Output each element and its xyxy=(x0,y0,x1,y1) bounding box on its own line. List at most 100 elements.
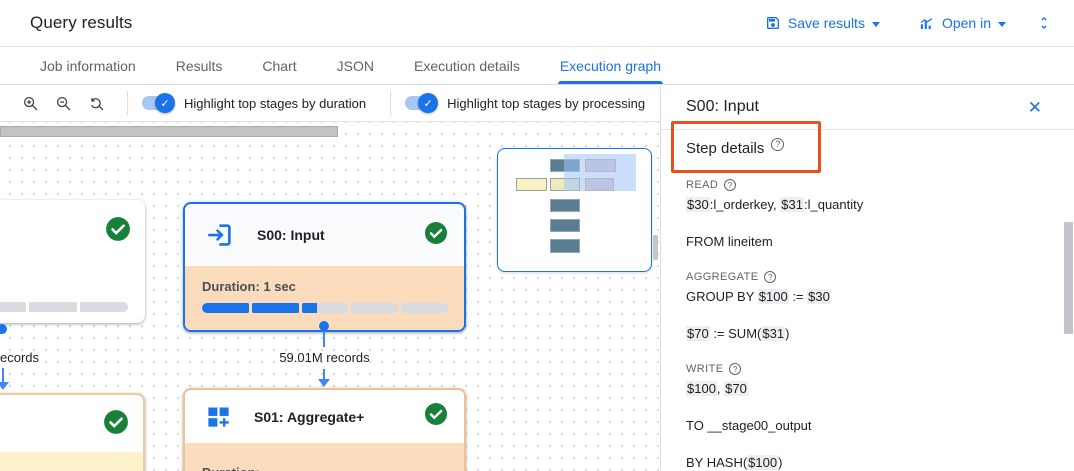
graph-canvas[interactable]: S00: Input Duration: 1 sec ecords xyxy=(0,122,660,471)
panel-title: S00: Input xyxy=(686,98,759,115)
step-detail-block: READ? $30:l_orderkey, $31:l_quantity xyxy=(686,178,1050,213)
aggregate-icon xyxy=(205,403,232,430)
step-detail-block: AGGREGATE?GROUP BY $100 := $30 xyxy=(686,270,1050,305)
variable-token: $30 xyxy=(807,289,831,304)
code-text: GROUP BY xyxy=(686,289,758,304)
toggle-processing-label: Highlight top stages by processing xyxy=(447,95,646,111)
stage-node-processing-section xyxy=(0,452,143,471)
progress-segment xyxy=(351,303,399,313)
step-detail-line: $30:l_orderkey, $31:l_quantity xyxy=(686,196,1050,213)
header-actions: Save results Open in xyxy=(727,15,1052,32)
code-text: , xyxy=(716,381,725,396)
stage-progress-bar xyxy=(202,303,448,313)
stage-node-s00[interactable]: S00: Input Duration: 1 sec xyxy=(183,202,466,332)
stage-node-header: S01: Aggregate+ xyxy=(185,390,464,443)
status-complete-icon xyxy=(424,402,448,431)
stage-node-left-top[interactable] xyxy=(0,200,145,323)
variable-token: $100 xyxy=(747,455,779,470)
page-title: Query results xyxy=(30,13,133,32)
step-detail-line: BY HASH($100) xyxy=(686,454,1050,471)
step-section-label: AGGREGATE? xyxy=(686,270,1050,284)
toggle-highlight-processing[interactable] xyxy=(403,93,439,113)
tab-execution-graph[interactable]: Execution graph xyxy=(557,47,664,84)
graph-vertical-scrollbar[interactable] xyxy=(653,235,658,260)
step-detail-block: TO __stage00_output xyxy=(686,417,1050,434)
edge-record-count-partial: ecords xyxy=(0,350,40,365)
tab-job-information[interactable]: Job information xyxy=(40,57,136,74)
tab-execution-details[interactable]: Execution details xyxy=(413,57,520,74)
edge-line xyxy=(2,368,4,383)
horizontal-scrollbar-thumb[interactable] xyxy=(0,126,338,137)
toggle-highlight-duration[interactable] xyxy=(140,93,175,113)
progress-segment xyxy=(251,303,299,313)
panel-vertical-scrollbar[interactable] xyxy=(1064,222,1073,334)
help-icon[interactable]: ? xyxy=(729,363,742,375)
progress-segment xyxy=(29,302,78,312)
minimap-stage-rect xyxy=(550,219,580,232)
edge-arrowhead xyxy=(0,382,9,390)
edge-arrowhead xyxy=(318,379,330,387)
variable-token: $70 xyxy=(686,326,710,341)
expand-collapse-button[interactable] xyxy=(1036,15,1052,31)
panel-header: S00: Input ✕ xyxy=(661,85,1074,130)
code-text: ) xyxy=(778,455,783,470)
stage-node-s01[interactable]: S01: Aggregate+ Duration: xyxy=(183,388,466,471)
panel-body: Step details ? READ? $30:l_orderkey, $31:… xyxy=(661,130,1074,471)
status-complete-icon xyxy=(103,409,129,440)
execution-graph-area: Highlight top stages by duration Highlig… xyxy=(0,85,660,471)
step-detail-line: $100, $70 xyxy=(686,380,1050,397)
horizontal-scrollbar[interactable] xyxy=(0,126,660,137)
step-section-label: WRITE? xyxy=(686,362,1050,376)
code-text: :l_quantity xyxy=(803,197,864,212)
minimap-stage-rect xyxy=(550,199,580,212)
step-detail-block: $70 := SUM($31) xyxy=(686,325,1050,342)
help-icon[interactable]: ? xyxy=(771,137,785,151)
stage-node-title: S00: Input xyxy=(257,227,325,243)
toolbar-divider xyxy=(390,91,392,115)
progress-segment xyxy=(301,303,349,313)
save-results-label: Save results xyxy=(787,15,865,31)
edge-line xyxy=(323,369,325,380)
tab-chart[interactable]: Chart xyxy=(262,57,297,74)
code-text: := SUM( xyxy=(709,326,762,341)
step-section-label: READ? xyxy=(686,178,1050,192)
save-icon xyxy=(765,15,781,31)
zoom-in-button[interactable] xyxy=(16,95,45,112)
step-detail-line: $70 := SUM($31) xyxy=(686,325,1050,342)
save-results-button[interactable]: Save results xyxy=(765,15,880,31)
code-text: BY HASH( xyxy=(686,455,748,470)
code-text: := xyxy=(788,289,808,304)
content-area: Highlight top stages by duration Highlig… xyxy=(0,85,1074,471)
graph-toolbar: Highlight top stages by duration Highlig… xyxy=(0,85,660,122)
caret-down-icon xyxy=(871,21,880,27)
stage-node-left-bottom[interactable] xyxy=(0,393,145,471)
output-port-dot xyxy=(319,321,329,331)
variable-token: $100 xyxy=(686,381,717,396)
minimap-stage-rect xyxy=(550,239,580,253)
close-icon[interactable]: ✕ xyxy=(1027,97,1042,117)
help-icon[interactable]: ? xyxy=(724,179,737,191)
step-detail-block: FROM lineitem xyxy=(686,233,1050,250)
stage-duration-label: Duration: 1 sec xyxy=(202,279,296,294)
open-in-button[interactable]: Open in xyxy=(918,15,1006,32)
tab-json[interactable]: JSON xyxy=(336,57,374,74)
progress-segment xyxy=(202,303,249,313)
graph-minimap[interactable] xyxy=(497,148,652,272)
help-icon[interactable]: ? xyxy=(764,271,777,283)
open-in-label: Open in xyxy=(941,15,991,31)
minimap-viewport[interactable] xyxy=(564,154,636,191)
zoom-out-button[interactable] xyxy=(49,95,78,112)
stage-progress-bar xyxy=(0,302,128,312)
step-detail-line: TO __stage00_output xyxy=(686,417,1050,434)
stage-duration-label: Duration: xyxy=(202,465,448,471)
caret-down-icon xyxy=(998,21,1006,27)
stage-node-header: S00: Input xyxy=(185,204,464,266)
zoom-reset-button[interactable] xyxy=(82,95,111,112)
output-port-dot xyxy=(0,324,7,334)
step-details-label: Step details xyxy=(686,139,765,157)
variable-token: $31 xyxy=(780,197,804,212)
toggle-duration-label: Highlight top stages by duration xyxy=(184,95,367,111)
tab-results[interactable]: Results xyxy=(175,57,223,74)
chart-icon xyxy=(918,15,935,32)
